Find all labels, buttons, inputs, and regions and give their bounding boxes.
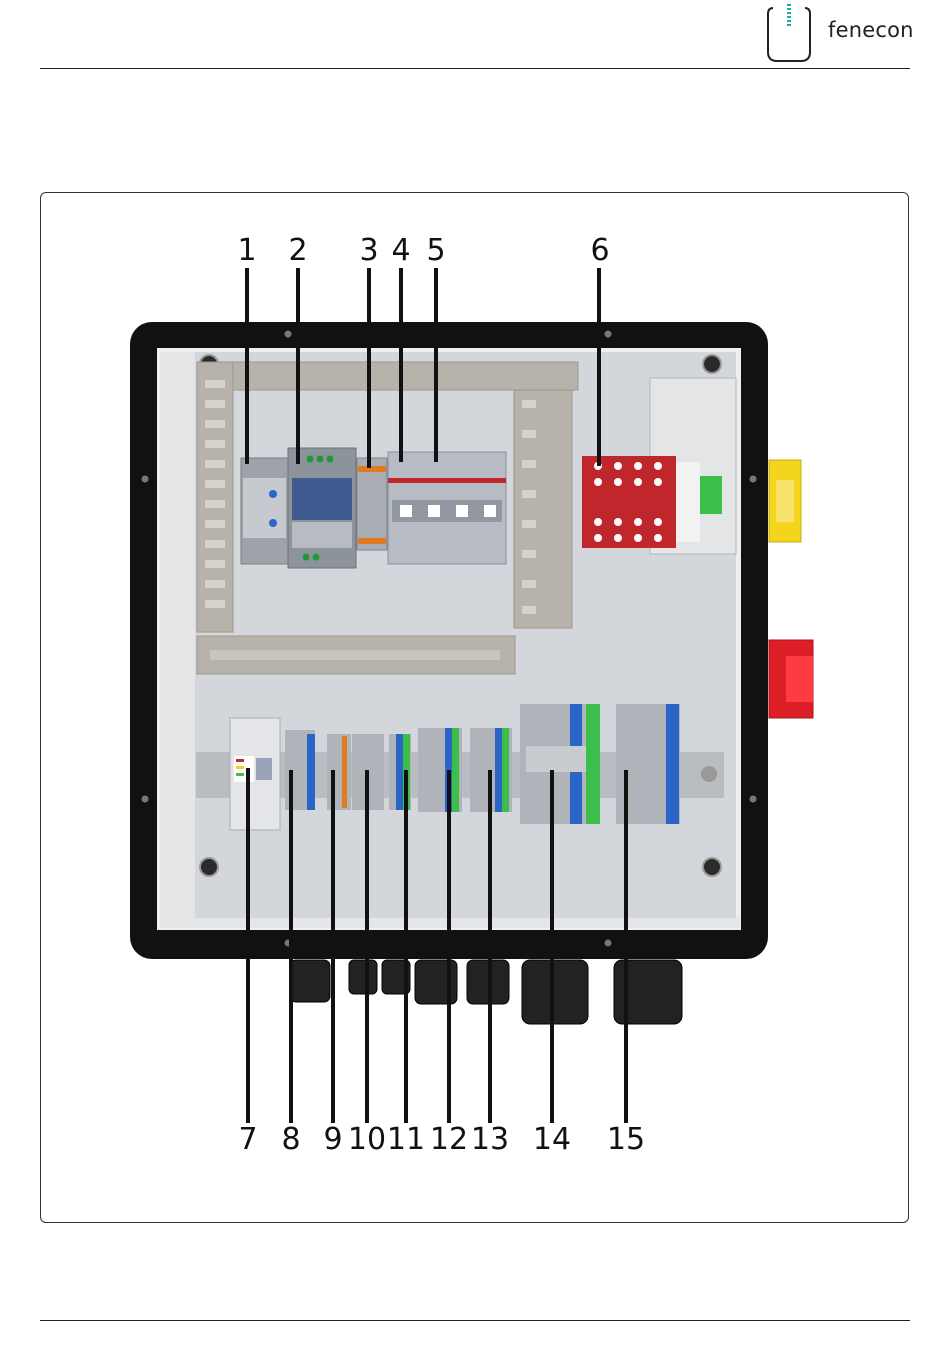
callout-numbers-top: 1 2 3 4 5 6 — [237, 233, 609, 268]
footer-rule — [40, 1320, 910, 1321]
callout-8: 8 — [281, 1122, 300, 1157]
device-3-terminals — [357, 458, 387, 550]
callout-9: 9 — [323, 1122, 342, 1157]
callout-3: 3 — [359, 233, 378, 268]
callout-15: 15 — [607, 1122, 645, 1157]
callout-6: 6 — [590, 233, 609, 268]
device-1-module — [241, 458, 288, 564]
device-2-power-supply — [288, 448, 356, 568]
callout-7: 7 — [238, 1122, 257, 1157]
callout-13: 13 — [471, 1122, 509, 1157]
device-7-meter — [230, 718, 280, 830]
callout-2: 2 — [288, 233, 307, 268]
callout-10: 10 — [348, 1122, 386, 1157]
callout-11: 11 — [387, 1122, 425, 1157]
callout-1: 1 — [237, 233, 256, 268]
red-switch — [769, 640, 813, 718]
rail-screw — [701, 766, 717, 782]
callout-numbers-bottom: 7 8 9 10 11 12 13 14 15 — [238, 1122, 645, 1157]
callout-5: 5 — [426, 233, 445, 268]
yellow-switch — [769, 460, 801, 542]
callout-14: 14 — [533, 1122, 571, 1157]
terminal-blocks-14-15 — [520, 704, 680, 824]
device-4-5-circuit-breaker — [388, 452, 506, 564]
callout-12: 12 — [430, 1122, 468, 1157]
callout-4: 4 — [391, 233, 410, 268]
cable-glands — [290, 960, 682, 1024]
